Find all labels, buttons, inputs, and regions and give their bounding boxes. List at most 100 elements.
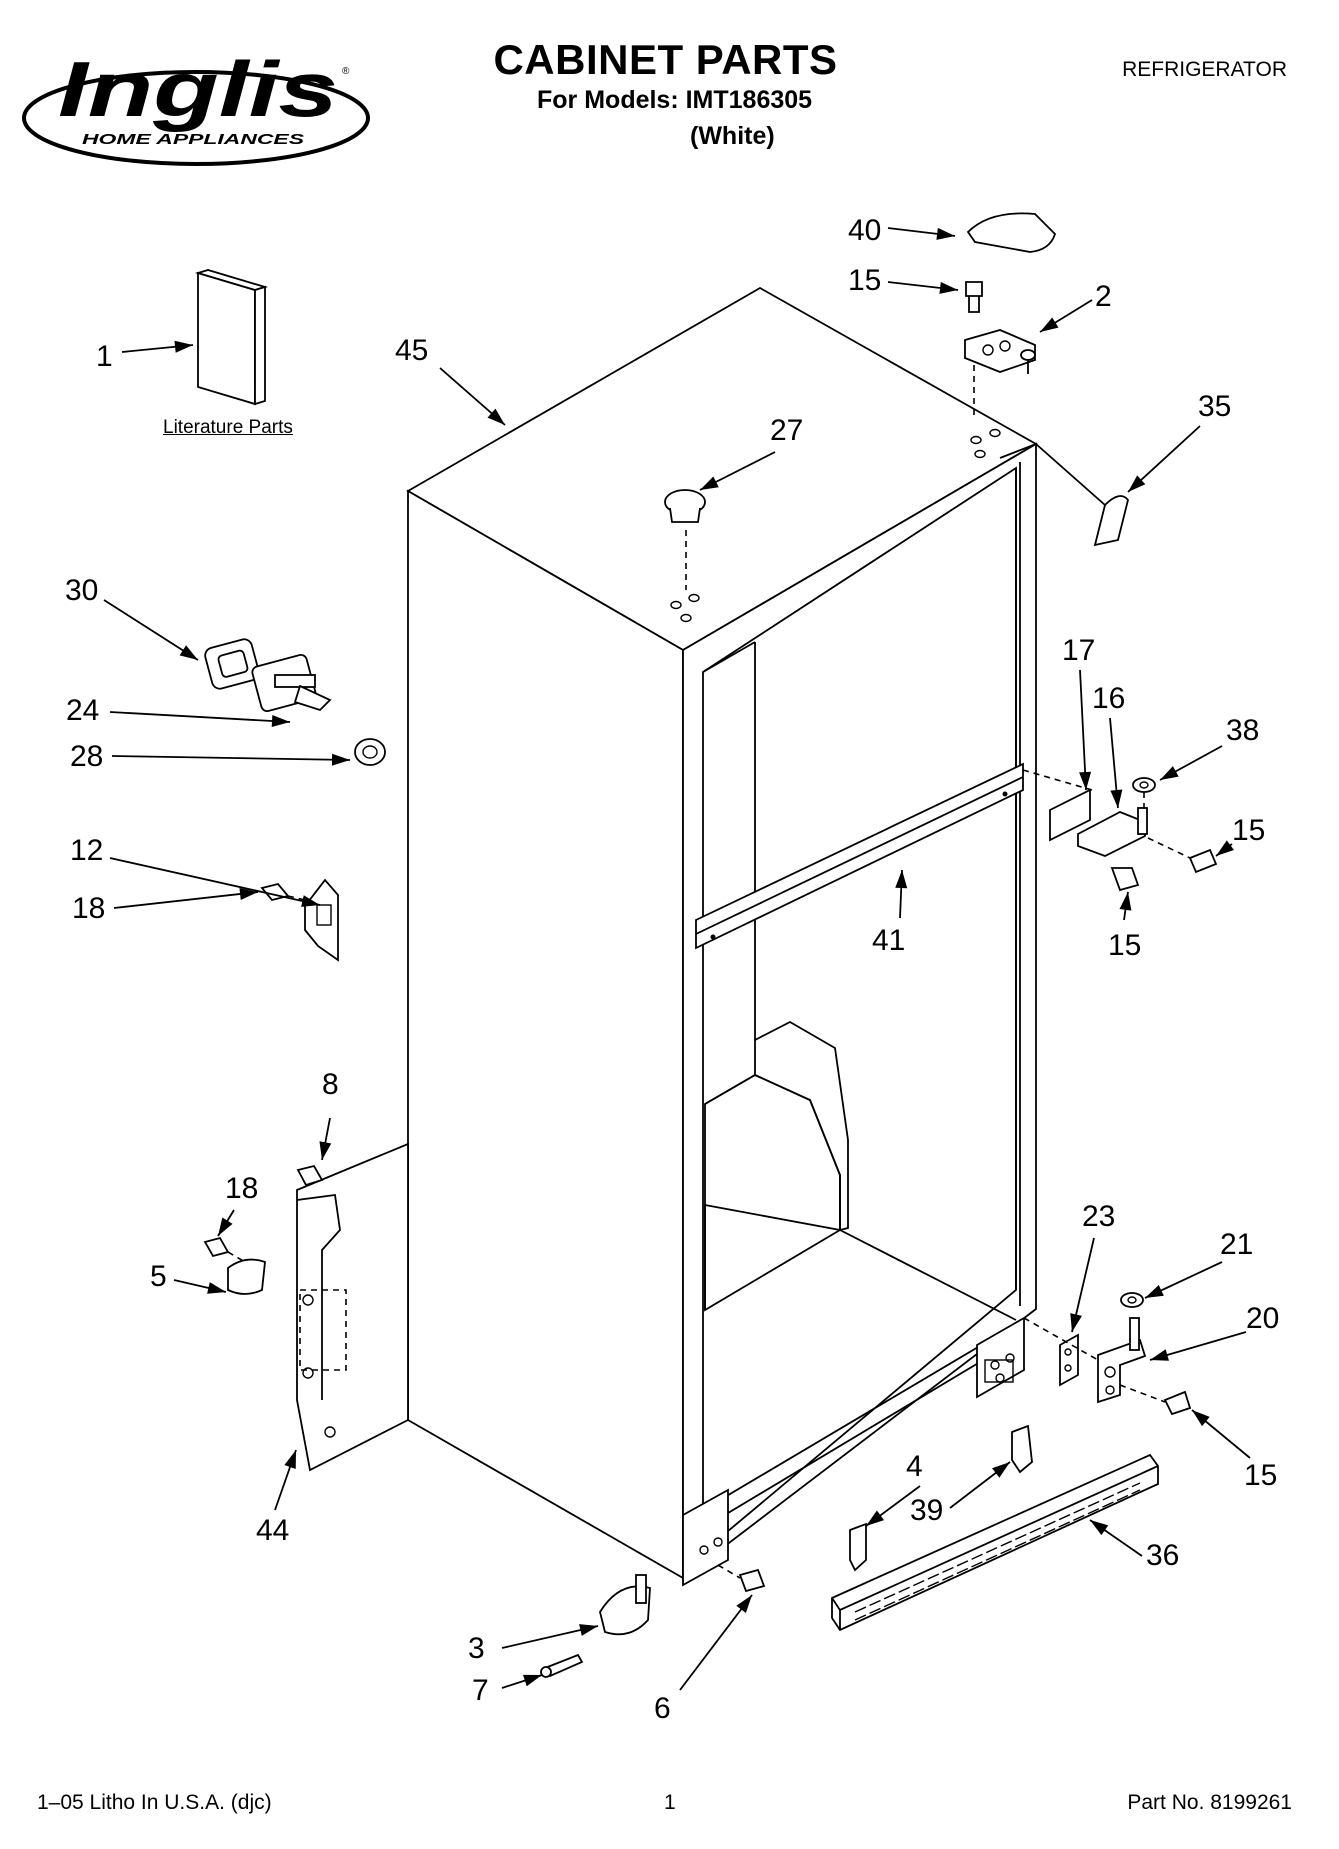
arrowhead-15a: [939, 281, 958, 294]
callout-18a: 18: [72, 892, 105, 925]
hinge-cap: [966, 212, 1057, 253]
model-line: For Models: IMT186305: [537, 86, 813, 114]
screw-top: [965, 281, 983, 313]
footer-part-number: Part No. 8199261: [1127, 1791, 1292, 1814]
callout-36: 36: [1146, 1539, 1179, 1572]
back-panel: [296, 1142, 409, 1472]
callout-15d: 15: [1244, 1459, 1277, 1492]
leader-30: [103, 599, 199, 661]
callout-20: 20: [1246, 1302, 1279, 1335]
arrowhead-15c: [1119, 892, 1132, 911]
screw-18b: [203, 1236, 230, 1258]
arrowhead-36: [1090, 1520, 1109, 1536]
callout-24: 24: [66, 694, 99, 727]
grille-clip-left: [849, 1522, 867, 1572]
hinge-washer: [1132, 777, 1156, 808]
handle-trim: [1035, 443, 1129, 547]
thermostat-bezel: [204, 638, 260, 690]
arrowhead-18a: [239, 888, 258, 900]
grille-clip-right: [1011, 1424, 1033, 1474]
callout-15b: 15: [1232, 814, 1265, 847]
arrowhead-39: [992, 1462, 1010, 1478]
thermostat-knob-ring: [354, 738, 386, 766]
callout-15c: 15: [1108, 929, 1141, 962]
leader-12: [109, 857, 321, 906]
arrowhead-1: [174, 340, 193, 353]
arrowhead-35: [1128, 475, 1146, 492]
callout-40: 40: [848, 214, 881, 247]
arrowhead-21: [1145, 1284, 1164, 1298]
callout-28: 28: [70, 740, 103, 773]
arrowhead-5: [207, 1282, 226, 1294]
lower-hinge-shim: [1059, 1333, 1079, 1387]
page-title: CABINET PARTS: [493, 36, 838, 83]
callout-6: 6: [654, 1692, 671, 1725]
callout-30: 30: [65, 574, 98, 607]
callout-27: 27: [770, 414, 803, 447]
arrowhead-6: [736, 1595, 752, 1613]
screw-center-lower: [1110, 867, 1140, 892]
logo-wordmark: Inglis: [58, 45, 338, 133]
refrigerator-cabinet: [406, 286, 1038, 1587]
arrowhead-16: [1110, 789, 1123, 808]
callout-2: 2: [1095, 280, 1112, 313]
arrowhead-18b: [218, 1217, 233, 1236]
center-hinge: [1077, 807, 1148, 857]
callout-21: 21: [1220, 1228, 1253, 1261]
screw-leveling: [717, 1564, 766, 1593]
arrowhead-30: [179, 645, 198, 660]
arrowhead-4: [866, 1510, 885, 1526]
arrowhead-24: [271, 715, 290, 727]
leader-24: [109, 711, 291, 723]
arrowhead-8: [319, 1141, 332, 1160]
callout-12: 12: [70, 834, 103, 867]
svg-text:®: ®: [342, 66, 350, 77]
arrowhead-15d: [1192, 1410, 1210, 1427]
callout-41: 41: [872, 924, 905, 957]
arrowhead-23: [1070, 1313, 1082, 1332]
arrowhead-44: [284, 1450, 296, 1469]
literature-book: [194, 269, 269, 406]
leader-18a: [113, 891, 259, 909]
callout-1: 1: [96, 340, 113, 373]
grille-slots: [854, 1482, 1141, 1621]
callout-17: 17: [1062, 634, 1095, 667]
callout-8: 8: [322, 1068, 339, 1101]
arrowhead-40: [936, 227, 955, 240]
callout-15a: 15: [848, 264, 881, 297]
callout-3: 3: [468, 1632, 485, 1665]
arrowhead-27: [700, 476, 719, 490]
callout-16: 16: [1092, 682, 1125, 715]
callout-44: 44: [256, 1514, 289, 1547]
center-hinge-shim: [1022, 769, 1093, 842]
arrowhead-41: [895, 870, 908, 889]
arrowhead-3: [579, 1624, 598, 1636]
callout-45: 45: [395, 334, 428, 367]
roller-pin: [540, 1653, 584, 1678]
thermostat-shaft: [251, 653, 332, 713]
callout-4: 4: [906, 1450, 923, 1483]
arrowhead-2: [1040, 317, 1059, 332]
top-hinge: [964, 329, 1036, 420]
model-variant: (White): [690, 122, 775, 150]
callout-18b: 18: [225, 1172, 258, 1205]
clip-bracket: [304, 878, 339, 962]
footer-litho: 1–05 Litho In U.S.A. (djc): [37, 1791, 272, 1814]
callout-7: 7: [472, 1674, 489, 1707]
top-plug: [664, 489, 706, 590]
callout-23: 23: [1082, 1200, 1115, 1233]
lower-hinge: [1023, 1317, 1147, 1404]
arrowhead-20: [1150, 1349, 1169, 1361]
screw-8: [296, 1164, 324, 1187]
literature-parts-label: Literature Parts: [163, 417, 293, 438]
logo-swoosh: [22, 70, 370, 166]
lower-hinge-washer: [1120, 1292, 1144, 1308]
screw-center-right: [1147, 837, 1218, 874]
arrowhead-45: [487, 408, 505, 425]
arrowhead-38: [1160, 766, 1179, 780]
logo-tagline: HOME APPLIANCES: [82, 131, 304, 148]
appliance-category: REFRIGERATOR: [1122, 58, 1287, 81]
callout-5: 5: [150, 1260, 167, 1293]
